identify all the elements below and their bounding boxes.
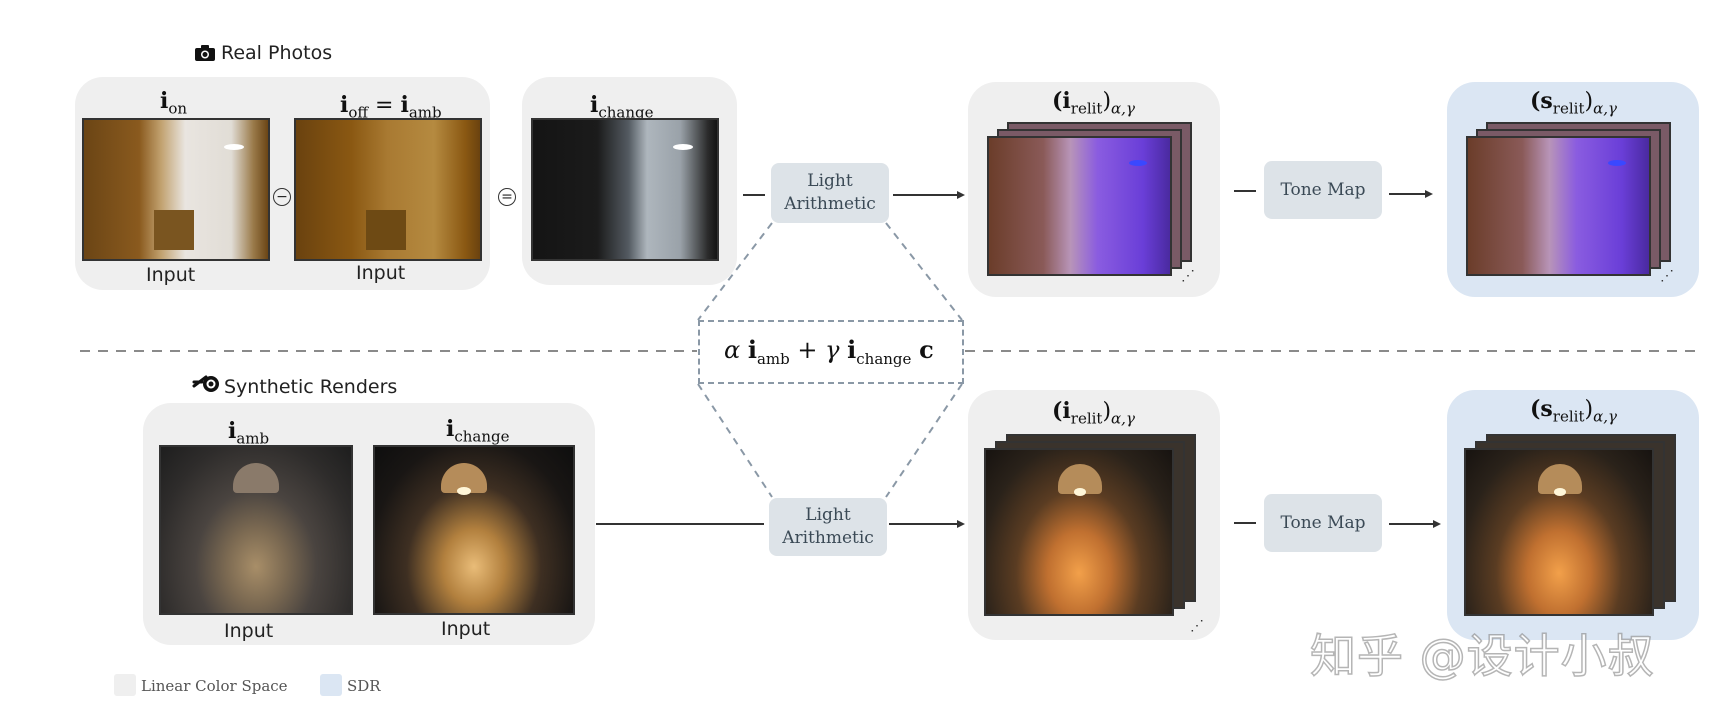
i-off-label: ioff = iamb — [340, 92, 442, 122]
stack-dots-top: ⋰ — [1181, 268, 1195, 284]
input-label-4: Input — [441, 618, 491, 640]
arrow-bottom-1 — [889, 520, 965, 528]
connector-top-mid — [1234, 190, 1256, 192]
stack-dots-bottom: ⋰ — [1190, 618, 1204, 634]
input-label-2: Input — [356, 262, 406, 284]
photo-light-off — [294, 118, 482, 261]
i-change-label: ichange — [590, 92, 654, 122]
stack-dots-top-sdr: ⋰ — [1660, 268, 1674, 284]
photo-change — [531, 118, 719, 261]
formula-box — [698, 320, 964, 384]
render-change — [373, 445, 575, 615]
tone-map-box-top: Tone Map — [1264, 161, 1382, 219]
arrow-top-2 — [1389, 190, 1433, 198]
i-change-label-bottom: ichange — [446, 416, 510, 446]
synthetic-renders-label: Synthetic Renders — [224, 376, 398, 398]
equals-operator: = — [498, 188, 516, 206]
connector-bottom-left — [596, 523, 764, 525]
blender-icon — [192, 375, 219, 392]
minus-operator: − — [273, 188, 291, 206]
watermark: 知乎 @设计小叔 — [1309, 628, 1655, 684]
i-amb-label-bottom: iamb — [228, 418, 270, 448]
relit-label-top: (irelit)α,γ — [1052, 88, 1135, 118]
real-photos-label: Real Photos — [221, 42, 333, 64]
photo-light-on — [82, 118, 270, 261]
arrow-bottom-2 — [1389, 520, 1441, 528]
tone-map-box-bottom: Tone Map — [1264, 494, 1382, 552]
light-arithmetic-box-top: Light Arithmetic — [771, 163, 889, 223]
legend-sdr-label: SDR — [347, 677, 381, 695]
light-arithmetic-box-bottom: Light Arithmetic — [769, 498, 887, 556]
legend-linear-label: Linear Color Space — [141, 677, 288, 695]
connector-top-left — [743, 194, 765, 196]
render-ambient — [159, 445, 353, 615]
input-label-1: Input — [146, 264, 196, 286]
connector-bottom-mid — [1234, 522, 1256, 524]
arrow-top-1 — [893, 191, 965, 199]
i-on-label: ion — [160, 88, 188, 118]
input-label-3: Input — [224, 620, 274, 642]
legend-sdr-swatch — [320, 674, 342, 696]
formula-text: α iamb + γ ichange c — [724, 335, 934, 368]
camera-icon — [195, 45, 215, 61]
srelit-label-bottom: (srelit)α,γ — [1530, 396, 1617, 426]
legend-linear-swatch — [114, 674, 136, 696]
formula-connectors — [697, 222, 963, 498]
relit-label-bottom: (irelit)α,γ — [1052, 398, 1135, 428]
separator-dashed-line — [80, 350, 1700, 352]
srelit-label-top: (srelit)α,γ — [1530, 88, 1617, 118]
